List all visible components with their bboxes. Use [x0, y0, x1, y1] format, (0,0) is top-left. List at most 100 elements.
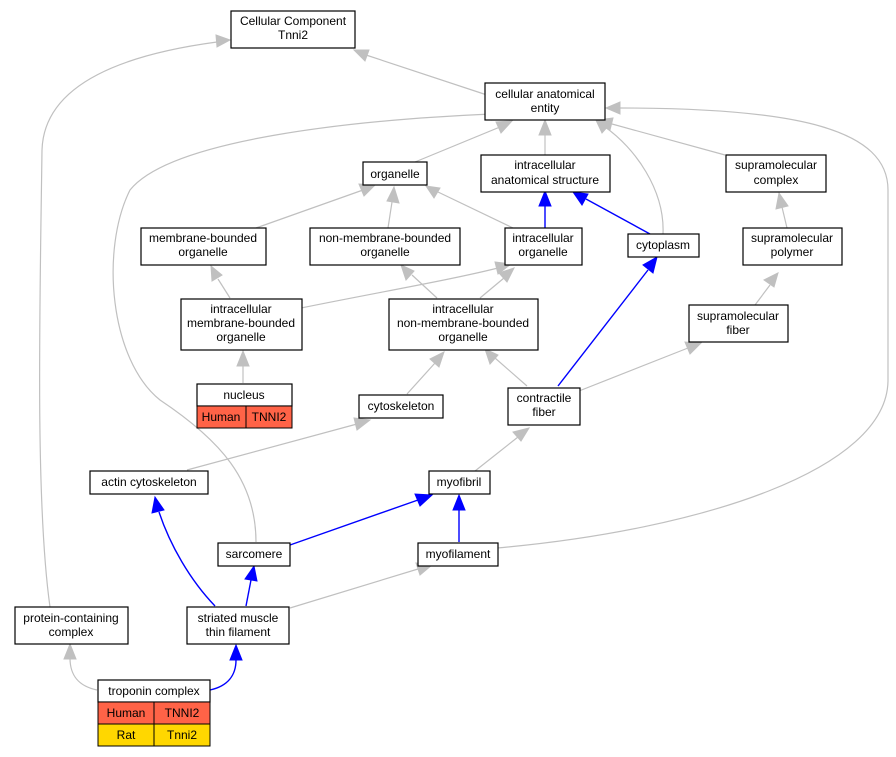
- arrowhead: [236, 349, 250, 367]
- annotation-cell-gene: [153, 723, 211, 747]
- arrowhead: [571, 191, 589, 206]
- node-actin-cytoskeleton[interactable]: actin cytoskeleton: [89, 470, 209, 495]
- node-troponin-complex[interactable]: troponin complex Human TNNI2 Rat Tnni2: [97, 679, 211, 747]
- arrowhead: [538, 189, 552, 207]
- node-label: anatomical structure: [491, 173, 599, 187]
- node-label: cytoplasm: [636, 238, 690, 252]
- node-label: non-membrane-bounded: [397, 316, 529, 330]
- node-label: supramolecular: [697, 309, 779, 323]
- node-sarcomere[interactable]: sarcomere: [217, 542, 291, 567]
- node-label: contractile: [517, 391, 572, 405]
- node-label: supramolecular: [751, 231, 833, 245]
- node-label: membrane-bounded: [187, 316, 295, 330]
- node-label: Cellular Component: [240, 14, 347, 28]
- node-label: myofibril: [437, 475, 482, 489]
- arrowhead: [215, 34, 232, 48]
- node-label: organelle: [178, 245, 228, 259]
- node-label: protein-containing: [23, 611, 118, 625]
- node-label: actin cytoskeleton: [101, 475, 196, 489]
- arrowhead: [498, 267, 515, 283]
- node-label: entity: [531, 101, 560, 115]
- node-supramolecular-fiber[interactable]: supramolecular fiber: [688, 304, 789, 343]
- node-cytoskeleton[interactable]: cytoskeleton: [358, 394, 444, 419]
- node-label: fiber: [532, 405, 555, 419]
- edge-inmbo-nmbo: [411, 274, 438, 299]
- arrowhead: [452, 493, 466, 511]
- edge-cytoplasm-ias: [585, 198, 651, 235]
- node-myofilament[interactable]: myofilament: [417, 542, 499, 567]
- node-intracellular-membrane-bounded-organelle[interactable]: intracellular membrane-bounded organelle: [180, 298, 303, 351]
- arrowhead: [63, 642, 77, 660]
- node-membrane-bounded-organelle[interactable]: membrane-bounded organelle: [140, 227, 267, 266]
- edge-smpolymer-smcomplex: [781, 206, 788, 229]
- node-contractile-fiber[interactable]: contractile fiber: [507, 387, 581, 426]
- arrowhead: [484, 348, 499, 365]
- node-label: intracellular: [210, 302, 271, 316]
- node-label: cellular anatomical: [495, 87, 594, 101]
- node-protein-containing-complex[interactable]: protein-containing complex: [14, 606, 129, 645]
- arrowhead: [642, 255, 658, 274]
- annotation-gene: Tnni2: [167, 728, 197, 742]
- edge-smtf-actin: [158, 511, 216, 607]
- arrowhead: [151, 495, 165, 514]
- node-supramolecular-complex[interactable]: supramolecular complex: [725, 154, 827, 193]
- arrowhead: [538, 118, 552, 136]
- arrowhead: [244, 564, 258, 582]
- edge-sarcomere-myofibril: [289, 499, 419, 546]
- arrowhead: [429, 351, 445, 368]
- node-label: organelle: [438, 330, 488, 344]
- node-non-membrane-bounded-organelle[interactable]: non-membrane-bounded organelle: [309, 227, 461, 266]
- node-cellular-anatomical-entity[interactable]: cellular anatomical entity: [484, 82, 606, 121]
- node-organelle[interactable]: organelle: [362, 161, 428, 186]
- edge-cytoskeleton-inmbo: [406, 362, 436, 395]
- node-label: complex: [49, 625, 94, 639]
- node-nucleus[interactable]: nucleus Human TNNI2: [196, 383, 293, 429]
- edge-cfiber-smfiber: [578, 347, 689, 392]
- node-label: non-membrane-bounded: [319, 231, 451, 245]
- edges: [38, 34, 889, 691]
- edge-myofilament-cae: [496, 107, 889, 549]
- edge-troponin-smtf: [209, 659, 237, 691]
- node-label: striated muscle: [198, 611, 279, 625]
- node-label: organelle: [216, 330, 266, 344]
- node-label: fiber: [726, 323, 749, 337]
- node-striated-muscle-thin-filament[interactable]: striated muscle thin filament: [186, 606, 290, 645]
- node-intracellular-organelle[interactable]: intracellular organelle: [504, 227, 583, 266]
- arrowhead: [229, 643, 243, 661]
- node-intracellular-anatomical-structure[interactable]: intracellular anatomical structure: [480, 154, 611, 193]
- edge-mbo-organelle: [255, 189, 364, 229]
- node-cytoplasm[interactable]: cytoplasm: [627, 233, 700, 258]
- edge-cfiber-inmbo: [494, 357, 528, 387]
- annotation-gene: TNNI2: [252, 410, 287, 424]
- node-label: intracellular: [514, 158, 575, 172]
- node-cellular-component-tnni2[interactable]: Cellular Component Tnni2: [230, 10, 356, 49]
- arrowhead: [775, 191, 789, 210]
- arrowhead: [495, 120, 514, 134]
- node-label: Tnni2: [278, 28, 308, 42]
- arrowhead: [400, 264, 415, 281]
- arrowhead: [594, 117, 611, 134]
- edge-smtf-myofilament: [289, 568, 419, 609]
- edge-nmbo-organelle: [387, 201, 393, 229]
- arrowhead: [684, 341, 703, 355]
- node-myofibril[interactable]: myofibril: [428, 470, 491, 495]
- edge-organelle-cae: [414, 126, 501, 163]
- edge-pcc-root: [38, 41, 218, 608]
- edge-io-organelle: [437, 191, 514, 229]
- edge-imbo-mbo: [217, 278, 231, 299]
- annotation-gene: TNNI2: [165, 706, 200, 720]
- node-label: membrane-bounded: [149, 231, 257, 245]
- annotation-species: Rat: [117, 728, 136, 742]
- edge-inmbo-io: [479, 277, 505, 299]
- edge-troponin-pcc: [69, 657, 98, 691]
- node-label: intracellular: [432, 302, 493, 316]
- node-label: myofilament: [426, 547, 491, 561]
- node-label: intracellular: [512, 231, 573, 245]
- edge-sarcomere-cae: [112, 113, 494, 543]
- node-supramolecular-polymer[interactable]: supramolecular polymer: [742, 227, 843, 266]
- annotation-cell-gene: [245, 405, 293, 429]
- node-label: polymer: [771, 245, 814, 259]
- node-intracellular-non-membrane-bounded-organelle[interactable]: intracellular non-membrane-bounded organ…: [388, 298, 539, 351]
- arrowhead: [352, 49, 370, 62]
